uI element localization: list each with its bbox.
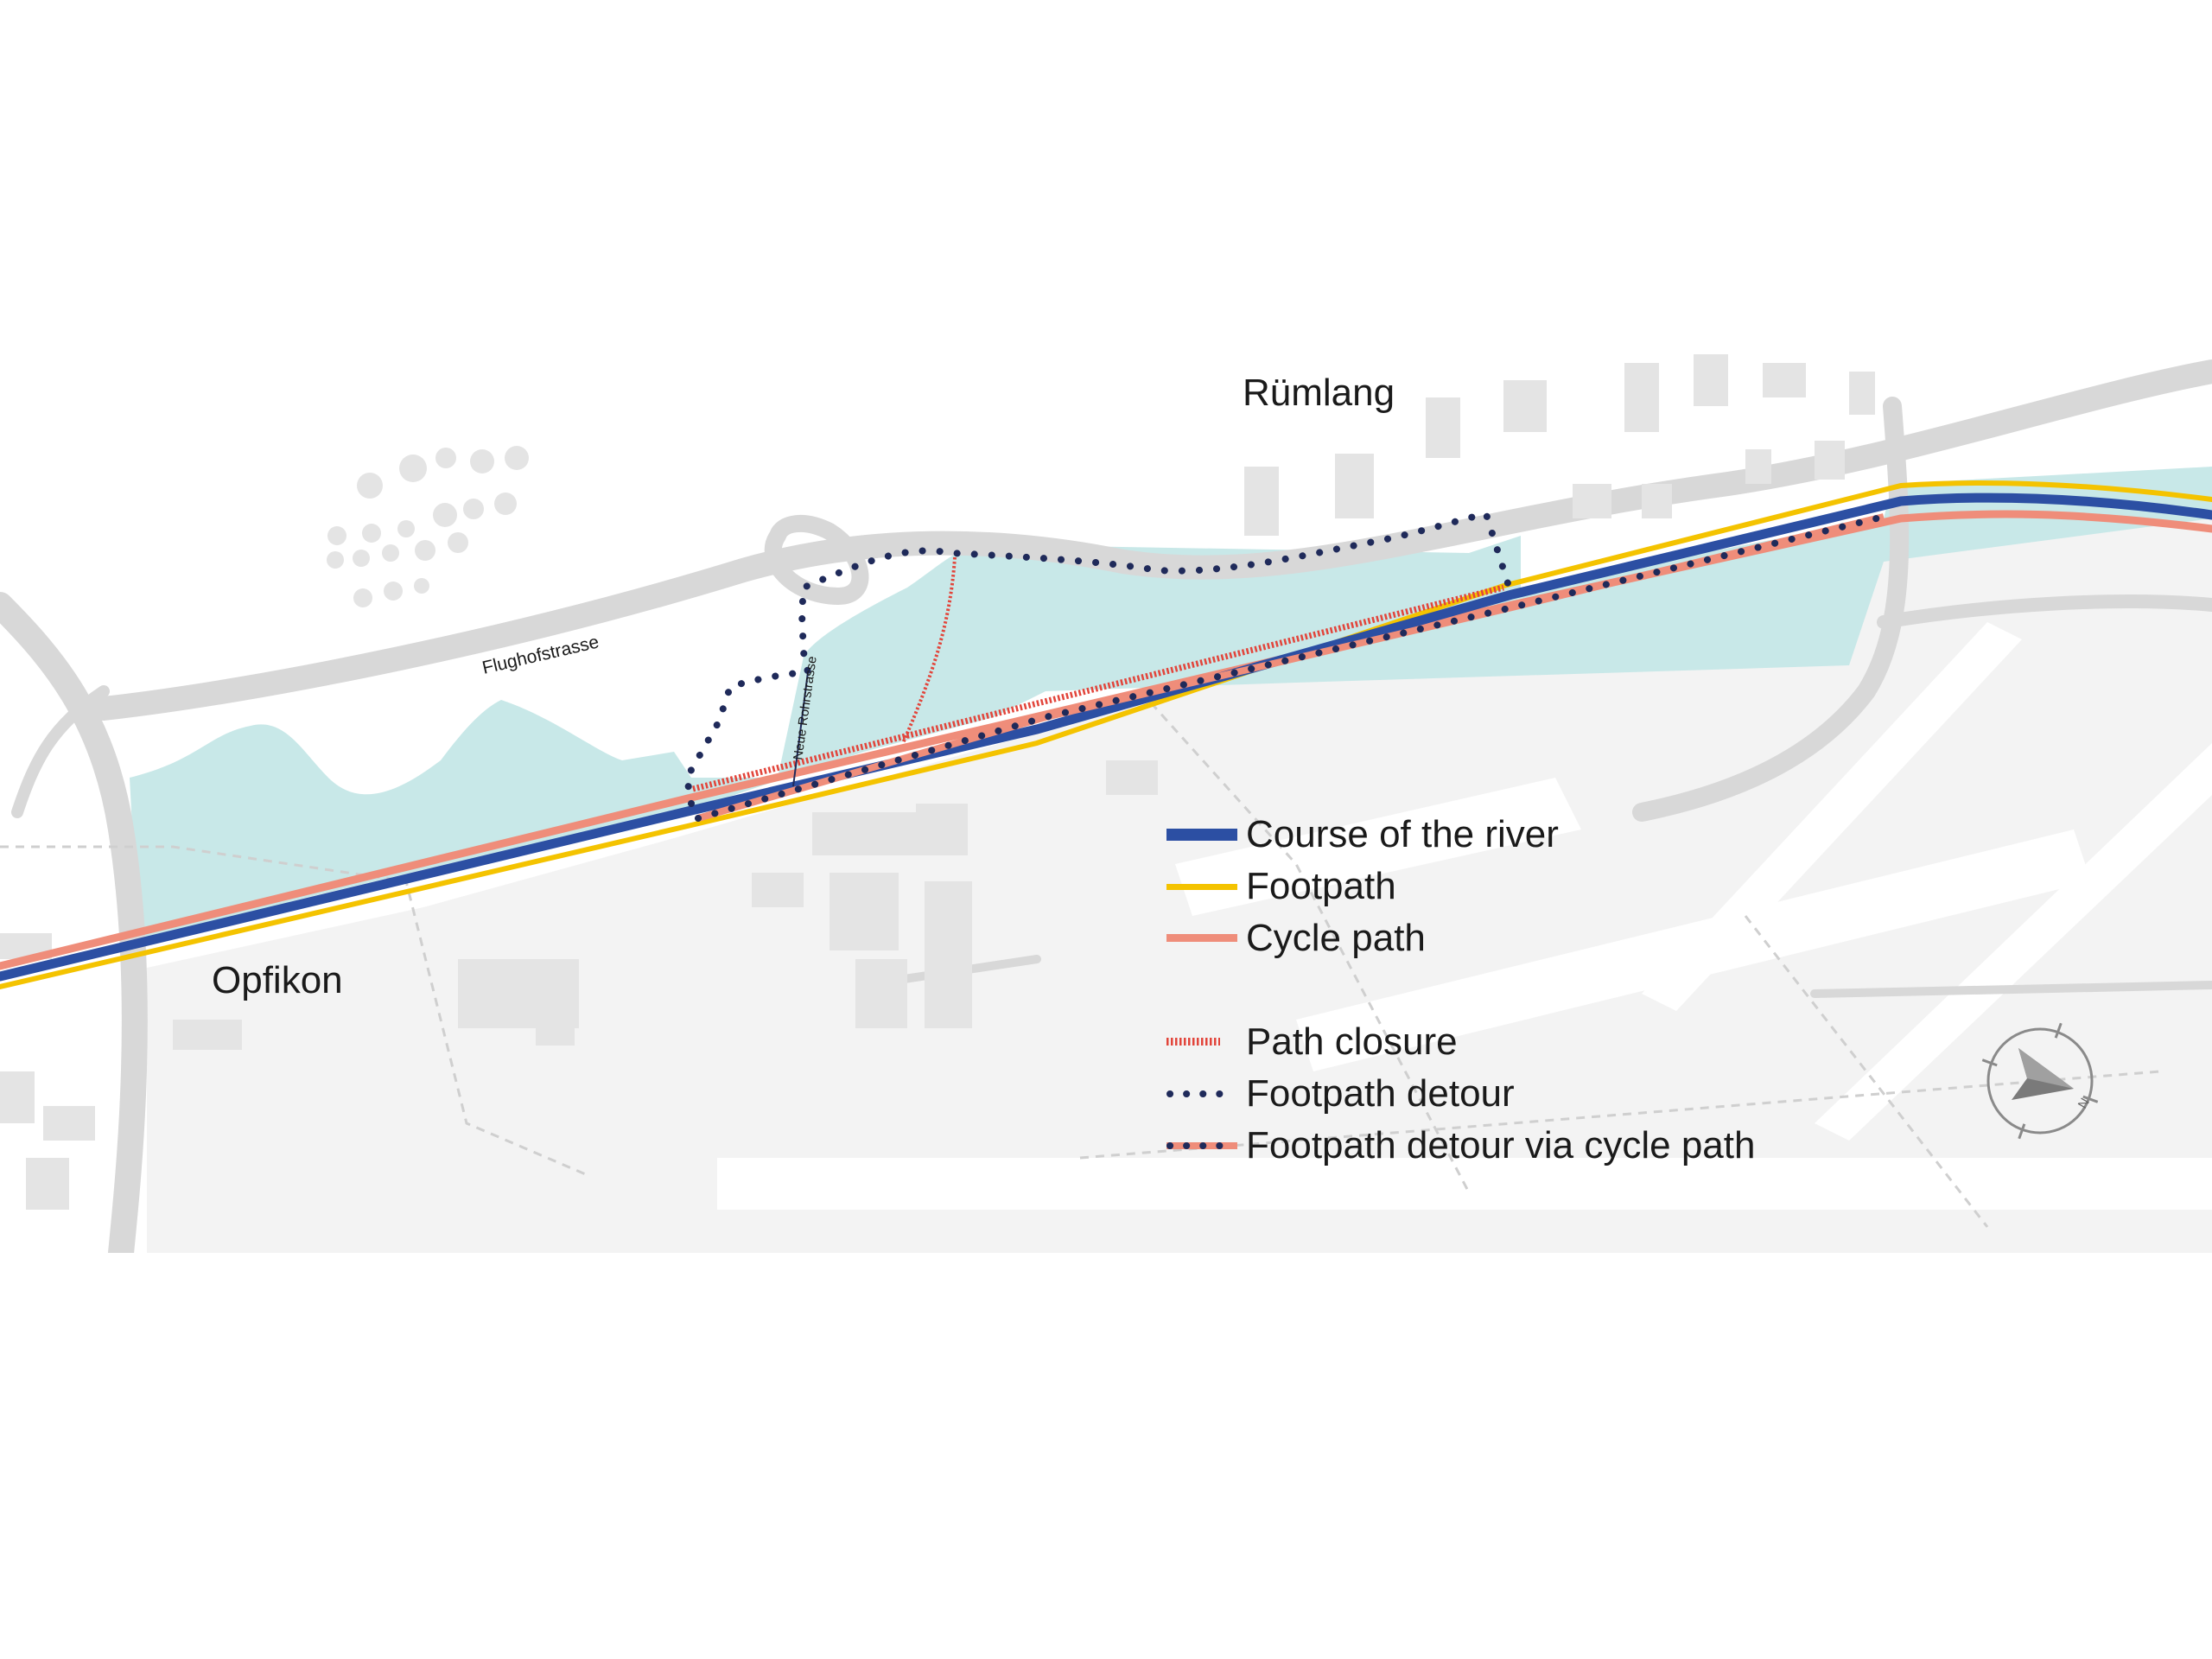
legend-label-detour-via-cycle: Footpath detour via cycle path	[1246, 1124, 1756, 1166]
detour-via-cycle-path-base	[696, 513, 1885, 822]
roads	[0, 359, 2212, 1253]
legend-swatch-river	[1166, 829, 1237, 841]
legend-swatch-footpath-detour	[1166, 1090, 1237, 1097]
place-label-opfikon: Opfikon	[212, 959, 343, 1001]
path-closure	[692, 556, 1504, 792]
airport-ground	[147, 484, 2212, 1253]
river-course-line	[0, 493, 2212, 982]
legend-label-footpath: Footpath	[1246, 865, 1396, 907]
legend-label-footpath-detour: Footpath detour	[1246, 1072, 1515, 1115]
compass-icon: N	[1981, 1022, 2099, 1140]
neue-rohrstrasse-road	[792, 671, 809, 787]
legend-label-river: Course of the river	[1246, 813, 1559, 855]
legend-label-path-closure: Path closure	[1246, 1020, 1458, 1063]
legend-swatch-detour-via-cycle	[1166, 1142, 1237, 1149]
footpath-line	[0, 480, 2212, 989]
legend-label-cycle-path: Cycle path	[1246, 917, 1426, 959]
river-floodplain	[130, 467, 2212, 942]
legend-swatch-cycle-path	[1166, 934, 1237, 942]
legend-swatch-path-closure	[1166, 1038, 1220, 1046]
legend-swatch-footpath	[1166, 884, 1237, 890]
buildings	[0, 354, 1875, 1210]
runways	[717, 622, 2212, 1210]
cycle-path-line	[0, 510, 2212, 970]
place-label-ruemlang: Rümlang	[1243, 372, 1395, 414]
